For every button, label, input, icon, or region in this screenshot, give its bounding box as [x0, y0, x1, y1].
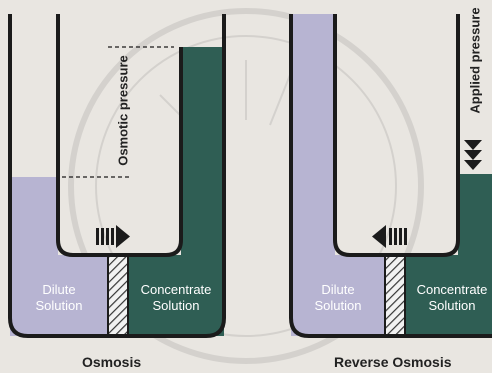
concentrate-solution-left — [128, 47, 224, 336]
inner-divider-left — [56, 14, 183, 257]
flow-arrow-left-icon — [372, 225, 407, 248]
dilute-label-left: Dilute Solution — [35, 282, 83, 313]
flow-arrow-right-icon — [96, 225, 130, 248]
membrane-right — [384, 254, 406, 337]
dilute-label-right: Dilute Solution — [314, 282, 362, 313]
container-outline-right — [289, 14, 492, 338]
membrane-left — [107, 254, 129, 337]
osmotic-pressure-label: Osmotic pressure — [115, 55, 131, 166]
reverse-osmosis-caption: Reverse Osmosis — [334, 354, 452, 370]
watermark-seal — [68, 8, 424, 364]
concentrate-label-right: Concentrate Solution — [416, 282, 488, 313]
reverse-osmosis-apparatus — [289, 14, 492, 338]
dilute-solution-left — [10, 177, 108, 336]
applied-pressure-arrow-icon — [464, 140, 482, 170]
osmosis-caption: Osmosis — [82, 354, 142, 370]
osmosis-apparatus — [8, 14, 226, 338]
inner-divider-right — [333, 14, 460, 257]
container-outline-left — [8, 14, 226, 338]
applied-pressure-label: Applied pressure — [467, 7, 483, 114]
concentrate-label-left: Concentrate Solution — [140, 282, 212, 313]
